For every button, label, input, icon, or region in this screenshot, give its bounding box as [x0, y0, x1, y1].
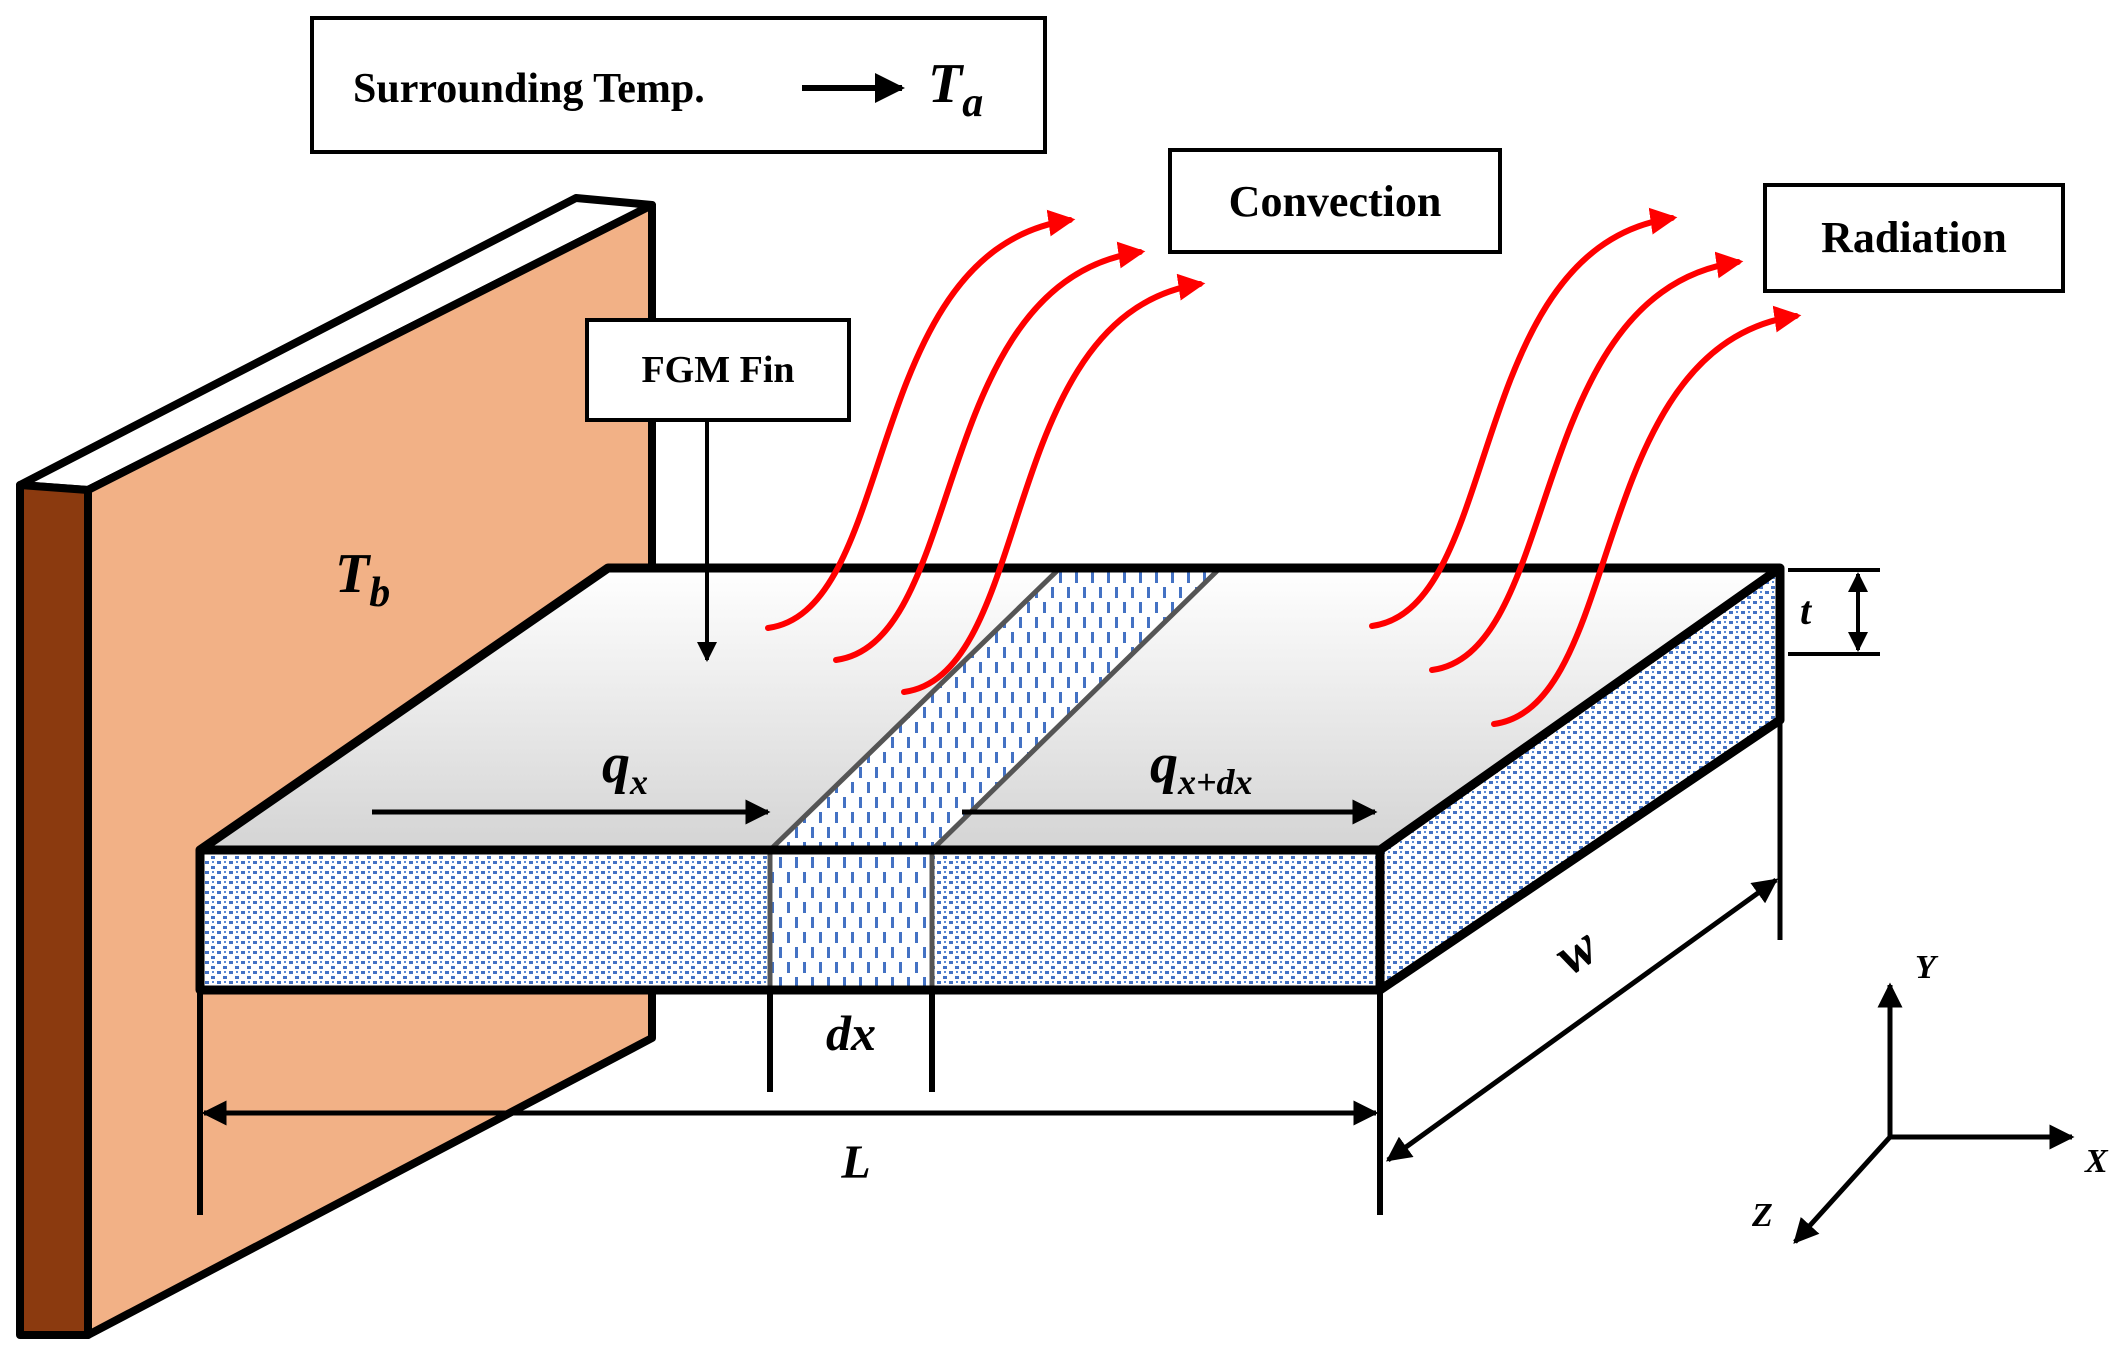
base-temp-symbol: Tb [335, 543, 390, 616]
radiation-arrow [1429, 251, 1744, 673]
element-dx-label: dx [826, 1005, 876, 1061]
width-dimension-line [1385, 877, 1779, 1163]
fgm-fin-label: FGM Fin [641, 349, 794, 391]
z-axis-label: Z [1751, 1197, 1773, 1234]
radiation-arrow [1491, 305, 1802, 727]
z-axis [1793, 1135, 1892, 1244]
element-dx-front [767, 847, 935, 993]
convection-arrows [765, 209, 1206, 695]
surrounding-temp-box [310, 16, 1047, 154]
heat-in-symbol: qx [602, 733, 648, 802]
y-axis-label: Y [1915, 949, 1939, 986]
convection-label: Convection [1229, 177, 1442, 226]
convection-arrow [901, 273, 1206, 695]
convection-arrow [833, 241, 1146, 663]
thickness-dimension [1788, 568, 1880, 656]
radiation-arrows [1369, 207, 1802, 727]
surrounding-temp-text: Surrounding Temp. [353, 66, 705, 112]
radiation-box [1763, 183, 2065, 293]
fgm-fin-box [585, 318, 851, 422]
x-axis-label: X [2084, 1143, 2109, 1180]
ambient-temp-symbol: Ta [928, 53, 983, 126]
coordinate-axes [1793, 982, 2075, 1244]
radiation-label: Radiation [1821, 213, 2007, 262]
convection-box [1168, 148, 1502, 254]
thickness-label: t [1800, 588, 1813, 633]
radiation-arrow [1369, 207, 1678, 629]
wall-side [16, 481, 92, 1339]
length-label: L [840, 1136, 870, 1189]
heat-out-symbol: qx+dx [1150, 733, 1253, 802]
convection-arrow [765, 209, 1076, 631]
width-label: w [1543, 915, 1609, 988]
